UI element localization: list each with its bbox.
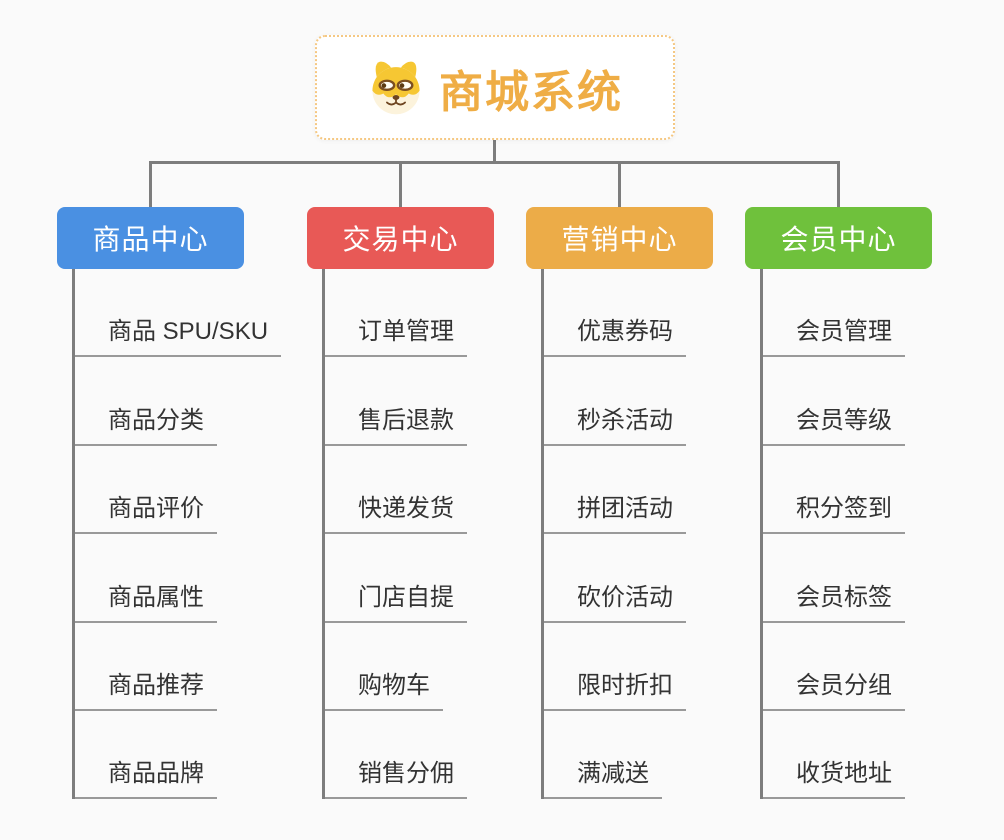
child-topic-label: 收货地址 [763,759,905,800]
branch-box-1[interactable]: 商品中心 [57,207,244,269]
dog-icon [372,61,420,114]
child-topic[interactable]: 积分签到 [763,446,932,535]
connector-bus [149,161,840,164]
branch-children: 订单管理售后退款快递发货门店自提购物车销售分佣 [322,269,494,800]
branch: 交易中心 订单管理售后退款快递发货门店自提购物车销售分佣 [307,207,494,800]
child-topic-label: 满减送 [544,759,662,800]
child-topic-label: 会员管理 [763,317,905,358]
child-topic[interactable]: 会员等级 [763,357,932,446]
connector-root-drop [493,139,496,164]
child-topic[interactable]: 快递发货 [325,446,494,535]
child-topic[interactable]: 商品品牌 [75,711,281,800]
child-topic-label: 快递发货 [325,494,467,535]
child-topic[interactable]: 满减送 [544,711,713,800]
child-topic-label: 优惠券码 [544,317,686,358]
child-topic-label: 拼团活动 [544,494,686,535]
child-topic-label: 积分签到 [763,494,905,535]
branch-box-3[interactable]: 营销中心 [526,207,713,269]
child-topic-label: 订单管理 [325,317,467,358]
child-topic[interactable]: 订单管理 [325,269,494,358]
branch-box-4[interactable]: 会员中心 [745,207,932,269]
child-topic[interactable]: 售后退款 [325,357,494,446]
child-topic-label: 商品 SPU/SKU [75,317,282,358]
child-topic-label: 商品分类 [75,406,217,446]
child-topic[interactable]: 优惠券码 [544,269,713,358]
root-title: 商城系统 [439,67,623,117]
child-topic-label: 会员等级 [763,406,905,446]
child-topic[interactable]: 商品评价 [75,446,281,535]
child-topic[interactable]: 砍价活动 [544,534,713,623]
child-topic[interactable]: 商品属性 [75,534,281,623]
branch: 营销中心 优惠券码秒杀活动拼团活动砍价活动限时折扣满减送 [526,207,713,800]
child-topic-label: 售后退款 [325,406,467,446]
connector-drop [618,161,621,209]
child-topic[interactable]: 限时折扣 [544,623,713,711]
child-topic[interactable]: 购物车 [325,623,494,711]
child-topic[interactable]: 门店自提 [325,534,494,623]
child-topic[interactable]: 商品 SPU/SKU [75,269,282,358]
child-topic[interactable]: 销售分佣 [325,711,494,800]
branch: 商品中心 商品 SPU/SKU 商品分类商品评价商品属性商品推荐商品品牌 [57,207,282,800]
child-topic[interactable]: 会员管理 [763,269,932,358]
child-topic-label: 商品推荐 [75,671,217,711]
child-topic-label: 砍价活动 [544,583,686,623]
branch-children: 优惠券码秒杀活动拼团活动砍价活动限时折扣满减送 [541,269,713,800]
child-topic[interactable]: 商品推荐 [75,623,281,711]
child-topic[interactable]: 会员标签 [763,534,932,623]
child-topic-label: 商品属性 [75,583,217,623]
child-topic-label: 购物车 [325,671,443,711]
branch: 会员中心 会员管理会员等级积分签到会员标签会员分组收货地址 [745,207,932,800]
child-topic[interactable]: 收货地址 [763,711,932,800]
root-node[interactable]: 商城系统 [315,35,675,140]
child-topic[interactable]: 商品分类 [75,357,281,446]
child-topic-label: 秒杀活动 [544,406,686,446]
child-topic[interactable]: 会员分组 [763,623,932,711]
branch-children: 商品 SPU/SKU 商品分类商品评价商品属性商品推荐商品品牌 [72,269,282,800]
child-topic-label: 门店自提 [325,583,467,623]
connector-drop [149,161,152,209]
child-topic[interactable]: 拼团活动 [544,446,713,535]
child-topic[interactable]: 秒杀活动 [544,357,713,446]
child-topic-label: 限时折扣 [544,671,686,711]
branch-box-2[interactable]: 交易中心 [307,207,494,269]
child-topic-label: 商品品牌 [75,759,217,800]
branch-children: 会员管理会员等级积分签到会员标签会员分组收货地址 [760,269,932,800]
child-topic-label: 商品评价 [75,494,217,535]
connector-drop [837,161,840,209]
child-topic-label: 会员标签 [763,583,905,623]
connector-drop [399,161,402,209]
child-topic-label: 销售分佣 [325,759,467,800]
child-topic-label: 会员分组 [763,671,905,711]
